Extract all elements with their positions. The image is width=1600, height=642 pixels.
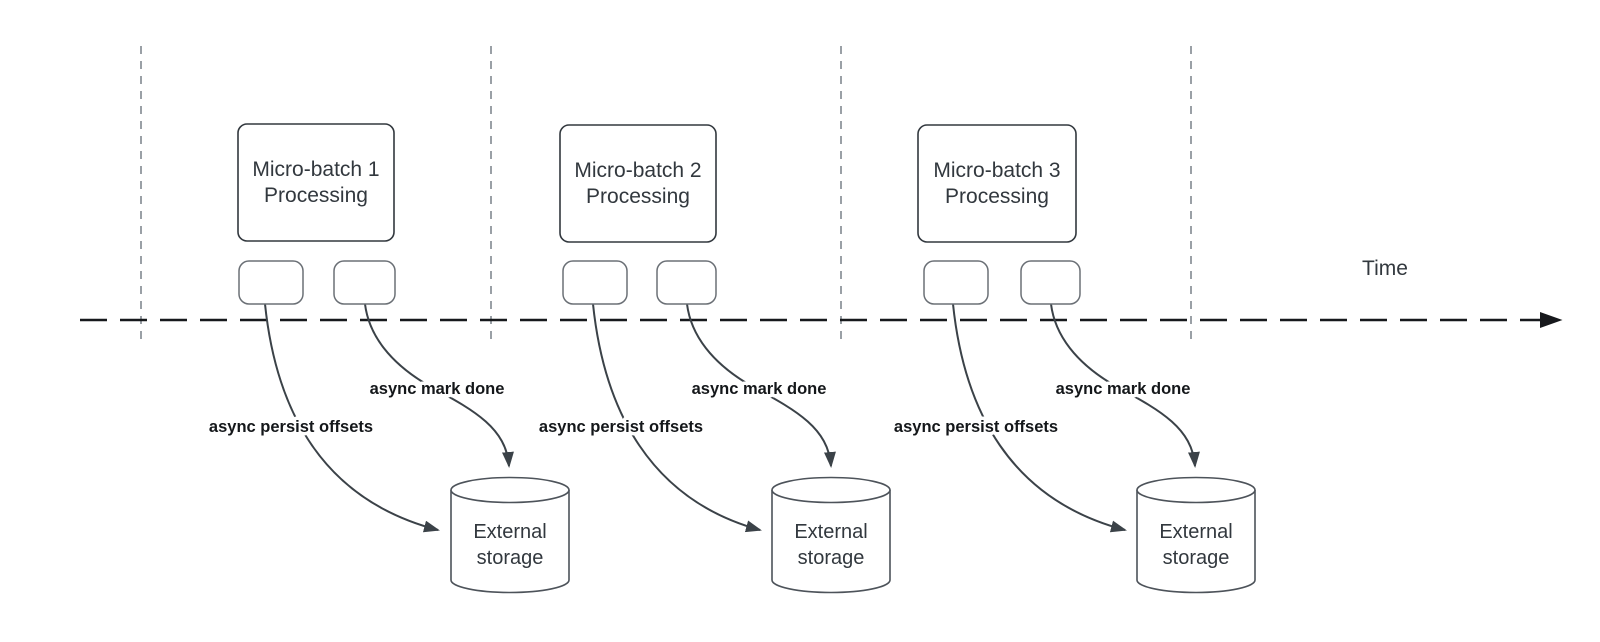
persist-offsets-label: async persist offsets: [209, 418, 373, 436]
external-storage-cylinder: External storage: [1136, 476, 1256, 594]
persist-offsets-task-box: [923, 260, 989, 305]
storage-label-line2: storage: [798, 547, 865, 569]
micro-batch-title-line1: Micro-batch 2: [574, 159, 701, 182]
mark-done-task-box: [656, 260, 717, 305]
persist-offsets-task-box: [238, 260, 304, 305]
time-axis-label: Time: [1362, 257, 1408, 280]
external-storage-cylinder: External storage: [450, 476, 570, 594]
micro-batch-title-line2: Processing: [586, 185, 690, 208]
persist-offsets-arrow: [952, 303, 1127, 533]
storage-label-line1: External: [1159, 521, 1232, 543]
mark-done-label: async mark done: [370, 380, 505, 398]
micro-batch-title-line1: Micro-batch 3: [933, 159, 1060, 182]
mark-done-arrow: [686, 303, 836, 468]
storage-label-line2: storage: [1163, 547, 1230, 569]
micro-batch-box: [559, 124, 717, 243]
persist-offsets-label: async persist offsets: [894, 418, 1058, 436]
external-storage-cylinder: External storage: [771, 476, 891, 594]
micro-batch-box: [917, 124, 1077, 243]
batch-group-2: Micro-batch 2 Processing External storag…: [535, 124, 891, 594]
batch-group-1: Micro-batch 1 Processing External storag…: [205, 123, 570, 594]
mark-done-task-box: [1020, 260, 1081, 305]
persist-offsets-label: async persist offsets: [539, 418, 703, 436]
mark-done-label: async mark done: [692, 380, 827, 398]
mark-done-arrow: [364, 303, 514, 468]
storage-label-line1: External: [473, 521, 546, 543]
mark-done-task-box: [333, 260, 396, 305]
batch-group-3: Micro-batch 3 Processing External storag…: [890, 124, 1256, 594]
storage-label-line2: storage: [477, 547, 544, 569]
mark-done-label: async mark done: [1056, 380, 1191, 398]
micro-batch-box: [237, 123, 395, 242]
micro-batch-title-line2: Processing: [264, 184, 368, 207]
persist-offsets-task-box: [562, 260, 628, 305]
micro-batch-title-line2: Processing: [945, 185, 1049, 208]
persist-offsets-arrow: [264, 303, 440, 533]
persist-offsets-arrow: [592, 303, 762, 533]
mark-done-arrow: [1050, 303, 1200, 468]
storage-label-line1: External: [794, 521, 867, 543]
micro-batch-title-line1: Micro-batch 1: [252, 158, 379, 181]
